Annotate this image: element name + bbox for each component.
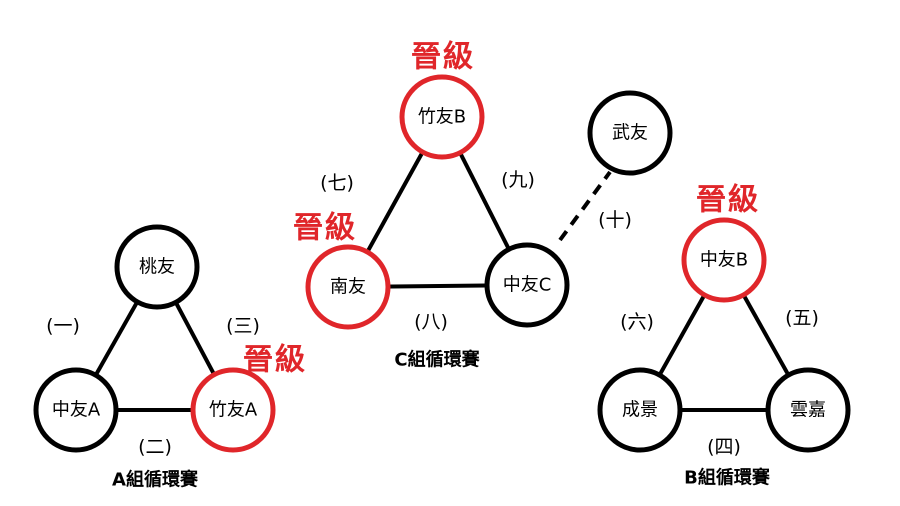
group-b-title: B組循環賽 [684,467,771,489]
group-a-title: A組循環賽 [112,469,199,491]
advance-label-zhuyou-a: 晉級 [243,343,307,378]
match-label-1: (一) [46,315,80,337]
group-c-title: C組循環賽 [394,349,480,371]
match-label-9: (九) [501,169,535,191]
svg-text:中友C: 中友C [503,275,552,296]
match-label-3: (三) [226,315,260,337]
svg-text:中友A: 中友A [52,400,101,421]
node-taoyou: 桃友 [114,224,200,310]
match-label-10: (十) [598,209,632,231]
node-zhuyou-a: 竹友A [190,367,276,453]
svg-text:武友: 武友 [612,123,648,144]
match-label-6: (六) [620,311,654,333]
svg-text:成景: 成景 [622,400,658,421]
svg-text:南友: 南友 [330,277,366,298]
match-label-8: (八) [414,311,448,333]
node-zhongyou-c: 中友C [484,242,570,328]
node-zhongyou-a: 中友A [33,367,119,453]
match-label-7: (七) [320,172,354,194]
svg-text:雲嘉: 雲嘉 [790,400,826,421]
advance-label-nanyou: 晉級 [293,211,357,246]
match-label-4: (四) [707,436,741,458]
svg-text:中友B: 中友B [700,250,748,271]
node-chengjing: 成景 [597,367,683,453]
node-nanyou: 南友 [305,244,391,330]
advance-label-zhongyou-b: 晉級 [696,183,760,218]
svg-text:竹友B: 竹友B [418,107,466,128]
node-zhuyou-b: 竹友B [399,74,485,160]
svg-text:桃友: 桃友 [139,257,175,278]
node-wuyou: 武友 [587,90,673,176]
match-label-2: (二) [138,436,172,458]
edge-dashed-10 [558,170,612,242]
node-yunjia: 雲嘉 [765,367,851,453]
advance-label-zhuyou-b: 晉級 [411,40,475,75]
node-zhongyou-b: 中友B [681,217,767,303]
svg-text:竹友A: 竹友A [209,400,258,421]
match-label-5: (五) [785,307,819,329]
